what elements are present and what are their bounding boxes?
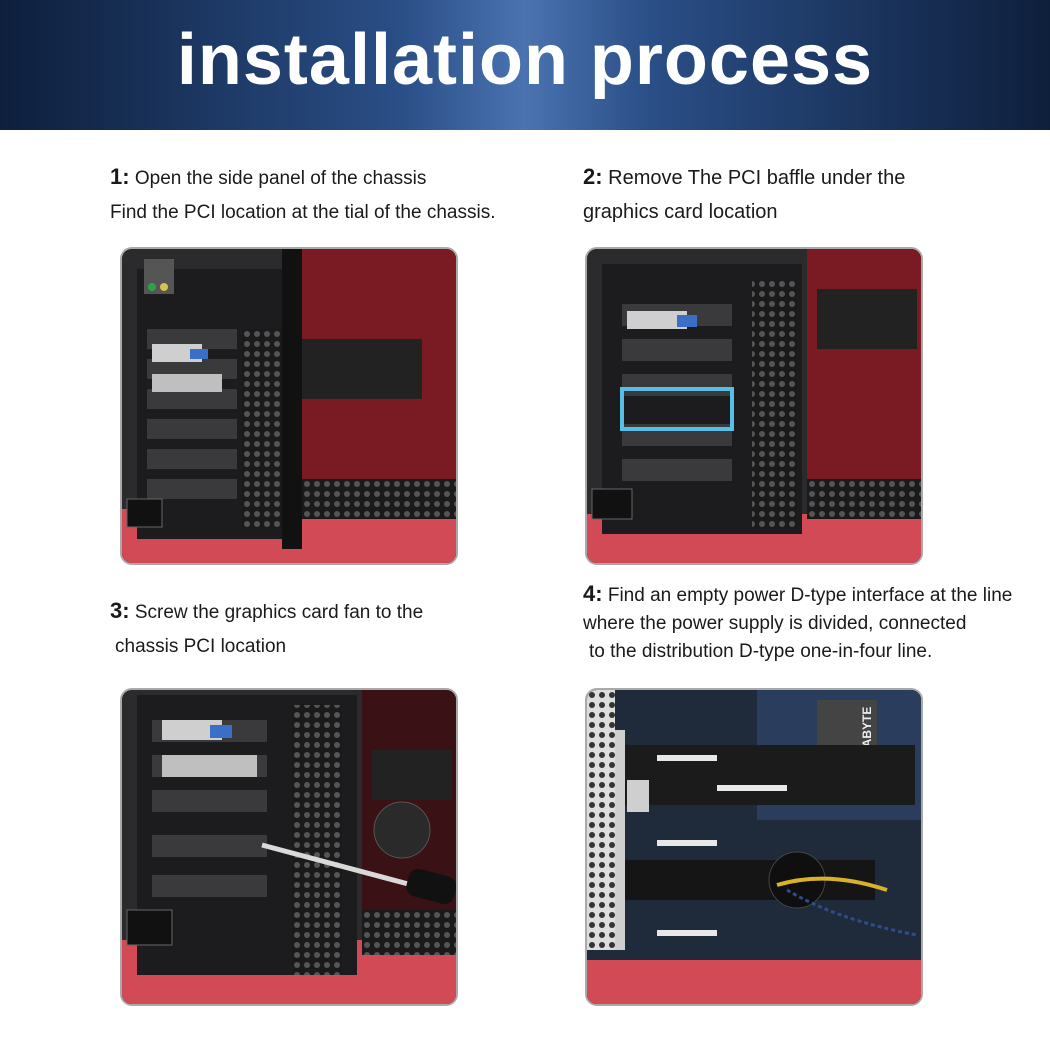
photo-step-2: [585, 247, 923, 565]
step-number: 1:: [110, 164, 130, 189]
photo-step-3: [120, 688, 458, 1006]
step-text-line: to the distribution D-type one-in-four l…: [589, 641, 933, 662]
step-text-line: Remove The PCI baffle under the: [608, 167, 906, 189]
step-4-caption: 4: Find an empty power D-type interface …: [583, 580, 1012, 666]
step-3-caption: 3: Screw the graphics card fan to the ch…: [110, 594, 423, 664]
step-text-line: Find the PCI location at the tial of the…: [110, 202, 496, 223]
step-text-line: Screw the graphics card fan to the: [134, 602, 424, 623]
step-number: 3:: [110, 598, 130, 623]
step-1-caption: 1: Open the side panel of the chassis Fi…: [110, 160, 495, 230]
step-text-line: where the power supply is divided, conne…: [583, 613, 967, 634]
step-2-caption: 2: Remove The PCI baffle under the graph…: [583, 160, 905, 229]
step-text-line: graphics card location: [583, 201, 778, 223]
page-title: installation process: [176, 20, 874, 100]
step-number: 2:: [583, 164, 603, 189]
step-text-line: chassis PCI location: [115, 636, 287, 657]
photo-step-4: GIGABYTE: [585, 688, 923, 1006]
step-number: 4:: [583, 581, 603, 606]
header-banner: installation process: [0, 0, 1050, 130]
step-text-line: Open the side panel of the chassis: [134, 168, 427, 189]
photo-step-1: [120, 247, 458, 565]
step-text-line: Find an empty power D-type interface at …: [607, 585, 1013, 606]
